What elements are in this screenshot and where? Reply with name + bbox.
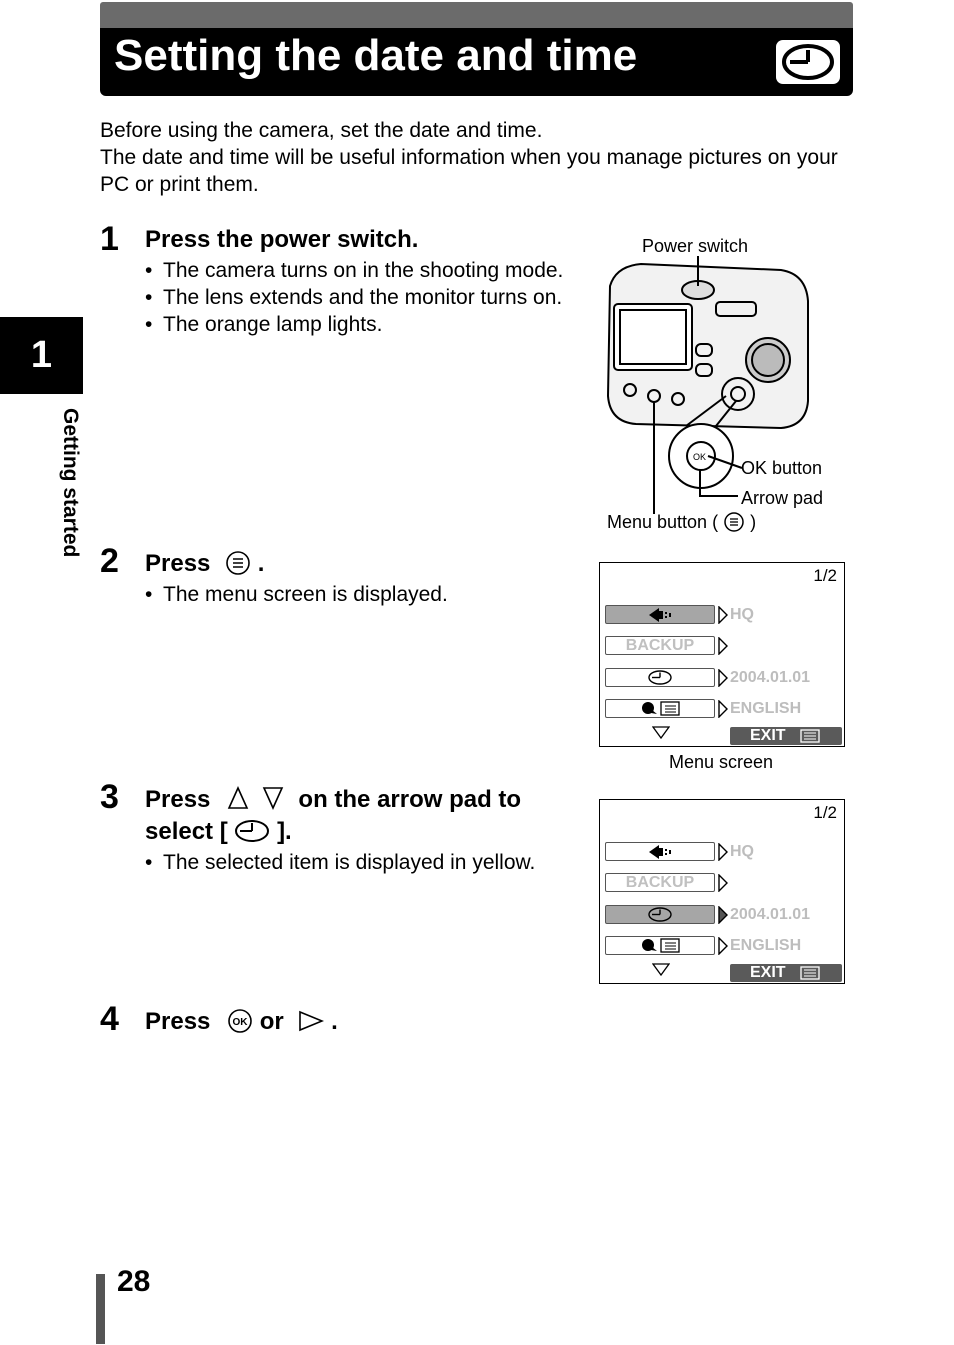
- step-title-text: Press: [145, 786, 211, 813]
- arrow-down-icon: [652, 726, 670, 740]
- step-title: Press .: [145, 550, 264, 578]
- menu-icon: [226, 551, 250, 575]
- arrow-up-icon: [227, 786, 249, 809]
- menu-item-value: ENGLISH: [730, 700, 802, 717]
- callout-ok-button: OK button: [741, 458, 823, 478]
- page-title: Setting the date and time: [114, 31, 638, 80]
- header-top-band: [100, 2, 853, 28]
- exit-bar: EXIT: [730, 964, 842, 982]
- step-title-text: Press: [145, 550, 211, 577]
- step-title-text: Press: [145, 1008, 211, 1035]
- menu-screen-caption: Menu screen: [669, 752, 774, 772]
- menu-item-label: BACKUP: [625, 637, 695, 654]
- menu-item-label: BACKUP: [625, 874, 695, 891]
- clock-icon: [235, 820, 270, 842]
- menu-page-indicator: 1/2: [813, 566, 837, 585]
- chapter-tab: 1: [0, 317, 83, 394]
- bullet-item: The orange lamp lights.: [145, 311, 565, 338]
- step-bullets: The camera turns on in the shooting mode…: [145, 257, 565, 338]
- step-number: 2: [100, 542, 119, 580]
- step-title: Press the power switch.: [145, 226, 419, 253]
- svg-text:OK: OK: [693, 452, 706, 462]
- arrow-right-icon: [718, 606, 728, 624]
- arrow-right-icon: [718, 669, 728, 687]
- step-title-text: ].: [277, 818, 292, 845]
- menu-item-value: HQ: [730, 843, 754, 860]
- step-number: 1: [100, 220, 119, 258]
- step-title-text: or: [259, 1008, 284, 1035]
- chapter-label: Getting started: [59, 408, 82, 558]
- menu-icon: [724, 512, 744, 532]
- bullet-item: The camera turns on in the shooting mode…: [145, 257, 565, 284]
- clock-icon: [776, 40, 840, 84]
- svg-text:OK: OK: [233, 1017, 249, 1028]
- arrow-down-icon: [652, 963, 670, 977]
- clock-icon: [648, 670, 672, 685]
- footer-bar: [96, 1274, 105, 1344]
- image-quality-icon: [649, 608, 671, 622]
- exit-label: EXIT: [750, 727, 786, 744]
- step-title: Press on the arrow pad to: [145, 786, 521, 814]
- menu-item-box: [605, 699, 715, 718]
- step-number: 4: [100, 1000, 119, 1038]
- menu-item-box: [605, 873, 715, 892]
- step-title-line2: select [ ].: [145, 818, 292, 846]
- intro-text: Before using the camera, set the date an…: [100, 117, 860, 198]
- intro-line: Before using the camera, set the date an…: [100, 119, 543, 142]
- ok-button-icon: OK: [228, 1009, 252, 1033]
- step-number: 3: [100, 778, 119, 816]
- step-title-text: .: [331, 1008, 338, 1035]
- bullet-item: The selected item is displayed in yellow…: [145, 849, 575, 876]
- arrow-right-icon: [718, 637, 728, 655]
- clock-icon: [648, 907, 672, 922]
- bullet-item: The menu screen is displayed.: [145, 581, 565, 608]
- step-bullets: The selected item is displayed in yellow…: [145, 849, 575, 876]
- arrow-right-icon: [299, 1010, 325, 1032]
- menu-item-value: HQ: [730, 606, 754, 623]
- step-title-text: select [: [145, 818, 228, 845]
- header-bar: [100, 28, 853, 96]
- step-title-text: .: [257, 550, 265, 577]
- language-icon: [642, 938, 680, 953]
- menu-item-value: ENGLISH: [730, 937, 802, 954]
- menu-screen: 1/2 HQ BACKUP 2004.01.01: [599, 562, 845, 747]
- bullet-item: The lens extends and the monitor turns o…: [145, 284, 565, 311]
- exit-label: EXIT: [750, 964, 786, 981]
- step-bullets: The menu screen is displayed.: [145, 581, 565, 608]
- menu-item-box: [605, 936, 715, 955]
- exit-bar: EXIT: [730, 727, 842, 745]
- page-number: 28: [117, 1265, 151, 1298]
- arrow-right-icon: [718, 874, 728, 892]
- menu-icon: [800, 729, 820, 743]
- menu-item-box: [605, 636, 715, 655]
- arrow-right-icon: [718, 843, 728, 861]
- callout-arrow-pad: Arrow pad: [741, 488, 824, 508]
- arrow-right-icon: [718, 937, 728, 955]
- arrow-down-icon: [262, 787, 283, 810]
- menu-icon: [800, 966, 820, 980]
- arrow-right-icon: [718, 700, 728, 718]
- callout-menu-button: Menu button ( ): [607, 511, 756, 533]
- step-title: Press OK or .: [145, 1008, 338, 1036]
- callout-menu-suffix: ): [750, 512, 757, 532]
- language-icon: [642, 701, 680, 716]
- arrow-right-icon: [718, 906, 728, 924]
- menu-screen: 1/2 HQ BACKUP 2004.01.01: [599, 799, 845, 984]
- image-quality-icon: [649, 845, 671, 859]
- step-title-text: on the arrow pad to: [298, 786, 522, 813]
- menu-item-value: 2004.01.01: [730, 669, 811, 686]
- menu-item-value: 2004.01.01: [730, 906, 811, 923]
- callout-power-switch: Power switch: [642, 236, 749, 256]
- callout-menu-prefix: Menu button (: [607, 512, 719, 532]
- menu-page-indicator: 1/2: [813, 803, 837, 822]
- camera-illustration: OK: [606, 256, 809, 514]
- intro-line: The date and time will be useful informa…: [100, 146, 838, 196]
